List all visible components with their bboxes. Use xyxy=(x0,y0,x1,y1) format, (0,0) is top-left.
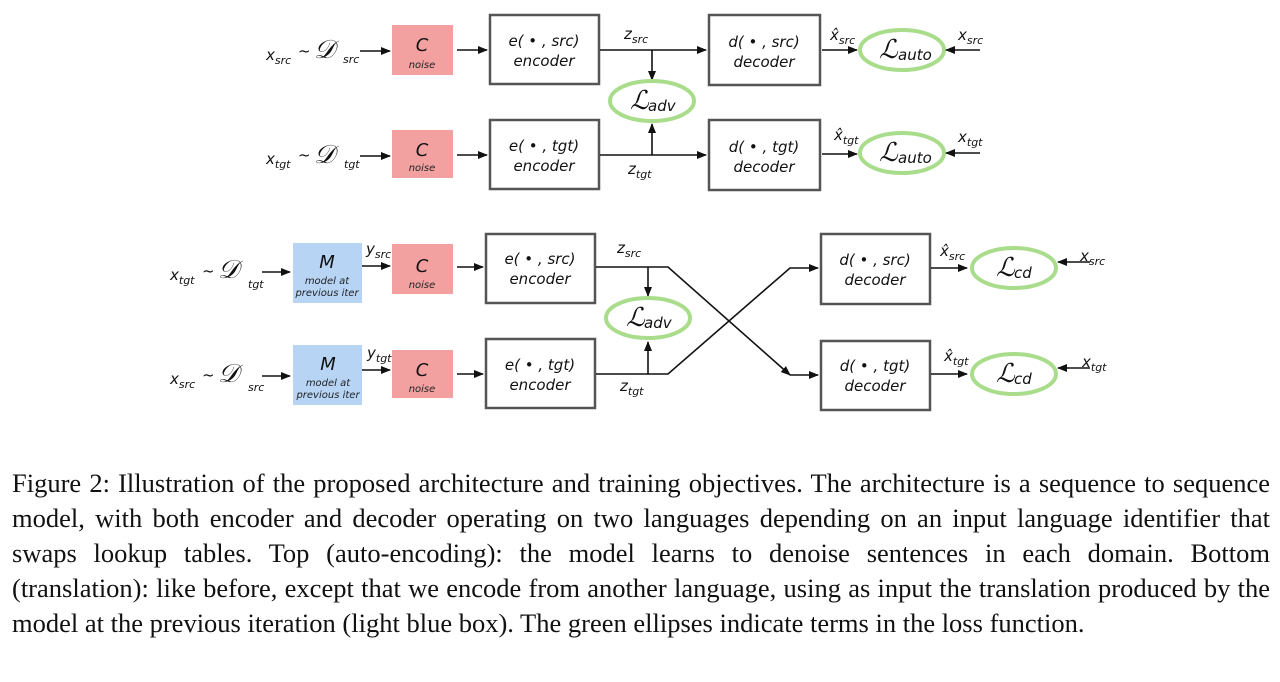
y-tgt-label: ytgt xyxy=(366,344,392,365)
svg-text:ℒ: ℒ xyxy=(996,253,1016,283)
noise-box-row2: C noise xyxy=(392,130,453,178)
svg-text:d( • , tgt): d( • , tgt) xyxy=(840,357,910,375)
noise-box-row1: C noise xyxy=(392,25,453,75)
svg-text:~: ~ xyxy=(202,366,215,384)
noise-box-row4: C noise xyxy=(392,350,453,398)
noise-box-row3: C noise xyxy=(392,244,453,294)
z-tgt-label-row4: ztgt xyxy=(619,377,644,398)
svg-text:previous iter: previous iter xyxy=(295,390,360,401)
svg-text:d( • , src): d( • , src) xyxy=(839,251,910,269)
svg-text:cd: cd xyxy=(1014,264,1032,282)
figure-caption: Figure 2: Illustration of the proposed a… xyxy=(12,468,1270,638)
svg-text:M: M xyxy=(320,354,336,375)
svg-text:decoder: decoder xyxy=(733,53,795,71)
svg-text:decoder: decoder xyxy=(733,158,795,176)
svg-text:xtgt: xtgt xyxy=(169,266,195,287)
loss-cd-tgt: ℒ cd xyxy=(970,352,1058,396)
z-src-label-row3: zsrc xyxy=(616,239,641,260)
svg-text:model at: model at xyxy=(306,378,351,389)
svg-text:C: C xyxy=(416,140,429,161)
x-hat-src-row3: x̂src xyxy=(939,242,965,263)
svg-text:auto: auto xyxy=(898,46,932,64)
svg-text:C: C xyxy=(416,256,429,277)
x-tgt-target-row4: xtgt xyxy=(1081,353,1107,374)
svg-text:encoder: encoder xyxy=(513,52,575,70)
encoder-tgt-row4: e( • , tgt) encoder xyxy=(484,337,597,410)
svg-text:C: C xyxy=(416,35,429,56)
decoder-tgt-row4: d( • , tgt) decoder xyxy=(819,339,932,412)
svg-text:ℒ: ℒ xyxy=(879,35,899,65)
svg-text:xtgt: xtgt xyxy=(265,150,291,171)
encoder-tgt-row2: e( • , tgt) encoder xyxy=(488,118,601,191)
input-x-src-row1: xsrc ~ 𝒟 src xyxy=(265,35,359,67)
svg-text:tgt: tgt xyxy=(248,278,264,291)
svg-text:𝒟: 𝒟 xyxy=(314,35,339,65)
svg-text:d( • , src): d( • , src) xyxy=(728,33,799,51)
svg-text:tgt: tgt xyxy=(344,158,360,171)
x-src-target-row3: xsrc xyxy=(1079,247,1105,268)
z-src-label-row1: zsrc xyxy=(623,25,648,46)
loss-auto-src: ℒ auto xyxy=(858,28,946,72)
svg-text:ℒ: ℒ xyxy=(630,86,650,116)
svg-text:adv: adv xyxy=(644,314,673,332)
svg-text:C: C xyxy=(416,360,429,381)
input-x-tgt-row2: xtgt ~ 𝒟 tgt xyxy=(265,140,360,171)
svg-text:ℒ: ℒ xyxy=(626,303,646,333)
x-src-target-row1: xsrc xyxy=(957,26,983,47)
svg-text:e( • , src): e( • , src) xyxy=(504,250,575,268)
input-x-src-row4: xsrc ~ 𝒟 src xyxy=(169,359,264,394)
decoder-tgt-row2: d( • , tgt) decoder xyxy=(707,118,822,192)
encoder-src-row1: e( • , src) encoder xyxy=(488,13,601,86)
input-x-tgt-row3: xtgt ~ 𝒟 tgt xyxy=(169,255,264,291)
svg-text:src: src xyxy=(248,381,264,394)
svg-text:adv: adv xyxy=(648,97,677,115)
model-box-row3: M model at previous iter xyxy=(293,243,362,303)
svg-text:encoder: encoder xyxy=(513,157,575,175)
svg-text:noise: noise xyxy=(409,60,436,71)
svg-text:decoder: decoder xyxy=(844,377,906,395)
svg-text:noise: noise xyxy=(409,163,436,174)
svg-text:noise: noise xyxy=(409,384,436,395)
svg-text:e( • , tgt): e( • , tgt) xyxy=(505,356,575,374)
x-hat-tgt-row4: x̂tgt xyxy=(943,347,969,368)
loss-adv-top: ℒ adv xyxy=(608,79,696,123)
svg-text:e( • , tgt): e( • , tgt) xyxy=(509,137,579,155)
svg-text:ℒ: ℒ xyxy=(996,359,1016,389)
svg-text:M: M xyxy=(319,252,335,273)
svg-text:d( • , tgt): d( • , tgt) xyxy=(729,138,799,156)
svg-text:ℒ: ℒ xyxy=(879,138,899,168)
svg-text:model at: model at xyxy=(305,276,350,287)
svg-text:previous iter: previous iter xyxy=(294,288,359,299)
svg-text:encoder: encoder xyxy=(509,270,571,288)
svg-text:~: ~ xyxy=(298,42,311,60)
svg-text:𝒟: 𝒟 xyxy=(314,140,339,170)
svg-text:~: ~ xyxy=(298,146,311,164)
architecture-diagram: xsrc ~ 𝒟 src C noise e( • , src) encoder… xyxy=(169,13,1107,412)
svg-text:encoder: encoder xyxy=(509,376,571,394)
loss-auto-tgt: ℒ auto xyxy=(858,131,946,175)
loss-adv-bottom: ℒ adv xyxy=(604,296,692,340)
decoder-src-row1: d( • , src) decoder xyxy=(707,13,822,87)
svg-text:𝒟: 𝒟 xyxy=(218,359,243,389)
svg-text:e( • , src): e( • , src) xyxy=(508,32,579,50)
svg-text:src: src xyxy=(343,53,359,66)
svg-text:xsrc: xsrc xyxy=(169,370,195,391)
svg-text:auto: auto xyxy=(898,149,932,167)
svg-text:cd: cd xyxy=(1014,370,1032,388)
encoder-src-row3: e( • , src) encoder xyxy=(484,232,597,305)
svg-text:decoder: decoder xyxy=(844,271,906,289)
z-tgt-label-row2: ztgt xyxy=(627,160,652,181)
x-hat-src-row1: x̂src xyxy=(829,26,855,47)
decoder-src-row3: d( • , src) decoder xyxy=(819,232,932,306)
x-hat-tgt-row2: x̂tgt xyxy=(833,126,859,147)
svg-text:noise: noise xyxy=(409,280,436,291)
model-box-row4: M model at previous iter xyxy=(293,345,362,405)
svg-text:~: ~ xyxy=(202,262,215,280)
x-tgt-target-row2: xtgt xyxy=(957,128,983,149)
svg-text:𝒟: 𝒟 xyxy=(218,255,243,285)
loss-cd-src: ℒ cd xyxy=(970,246,1058,290)
svg-text:xsrc: xsrc xyxy=(265,46,291,67)
y-src-label: ysrc xyxy=(365,240,391,261)
